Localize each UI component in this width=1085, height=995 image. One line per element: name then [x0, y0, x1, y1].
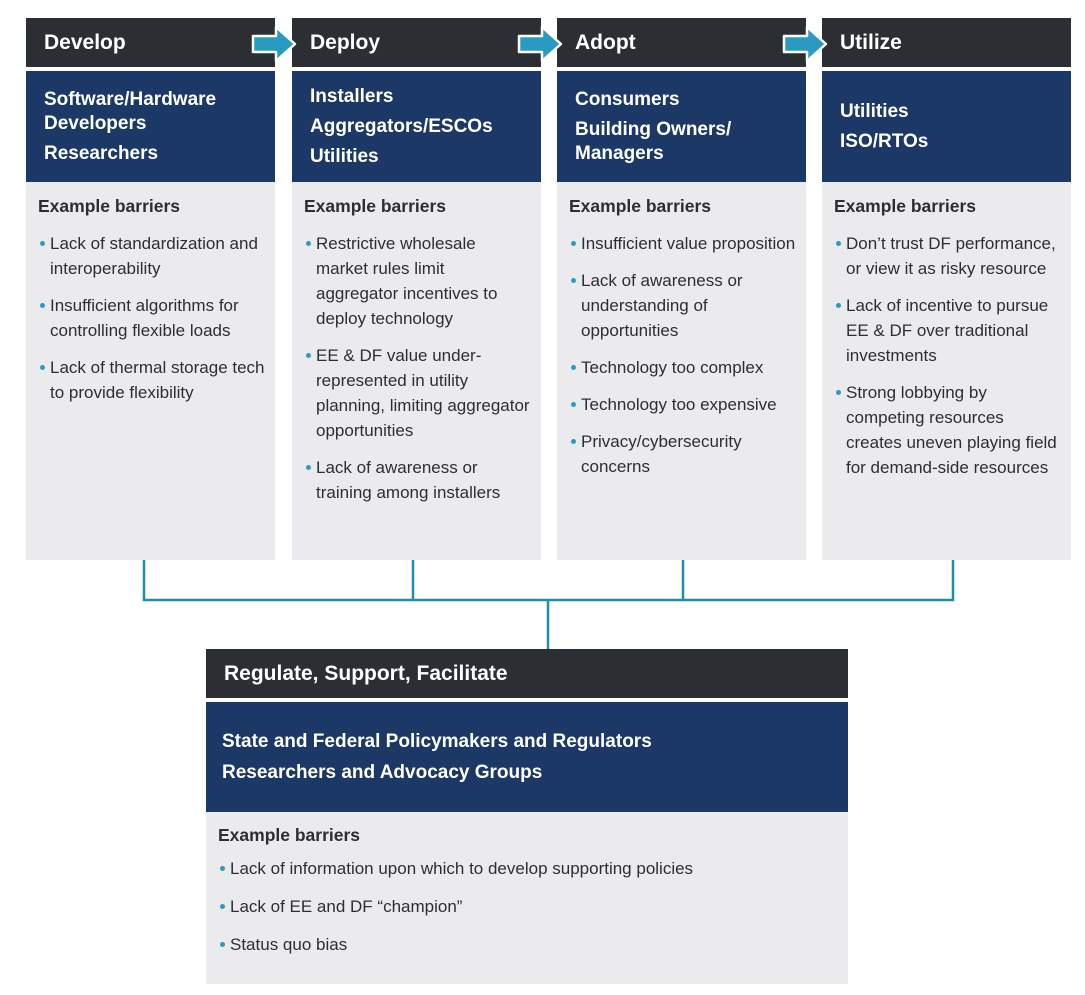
- barrier-item: Lack of incentive to pursue EE & DF over…: [834, 293, 1061, 368]
- stage-develop: Develop Software/Hardware Developers Res…: [26, 18, 275, 560]
- barrier-item: Lack of thermal storage tech to provide …: [38, 355, 265, 405]
- barrier-item: Strong lobbying by competing resources c…: [834, 380, 1061, 480]
- barrier-item: Lack of EE and DF “champion”: [218, 894, 838, 919]
- stage-adopt-actors: Consumers Building Owners/ Managers: [557, 71, 806, 182]
- actor: Consumers: [575, 88, 680, 110]
- stage-utilize-barriers: Example barriers Don’t trust DF performa…: [822, 182, 1071, 560]
- barrier-item: Privacy/cybersecurity concerns: [569, 429, 796, 479]
- barrier-item: Insufficient algorithms for controlling …: [38, 293, 265, 343]
- stage-utilize: Utilize Utilities ISO/RTOs Example barri…: [822, 18, 1071, 560]
- regulate-box: Regulate, Support, Facilitate State and …: [206, 649, 848, 984]
- stage-deploy: Deploy Installers Aggregators/ESCOs Util…: [292, 18, 541, 560]
- barriers-heading: Example barriers: [834, 196, 977, 216]
- barrier-item: Status quo bias: [218, 932, 838, 957]
- barrier-item: EE & DF value under-represented in utili…: [304, 343, 531, 443]
- stage-deploy-barriers: Example barriers Restrictive wholesale m…: [292, 182, 541, 560]
- stage-develop-title: Develop: [26, 18, 275, 67]
- barriers-heading: Example barriers: [569, 196, 712, 216]
- regulate-barriers: Example barriers Lack of information upo…: [206, 812, 848, 984]
- barriers-heading: Example barriers: [218, 825, 361, 845]
- barrier-item: Technology too expensive: [569, 392, 796, 417]
- barrier-item: Lack of awareness or understanding of op…: [569, 268, 796, 343]
- barrier-item: Restrictive wholesale market rules limit…: [304, 231, 531, 331]
- actor: Utilities: [840, 100, 909, 122]
- stage-adopt-barriers: Example barriers Insufficient value prop…: [557, 182, 806, 560]
- barriers-heading: Example barriers: [38, 196, 181, 216]
- barrier-item: Lack of information upon which to develo…: [218, 856, 838, 881]
- actor: Researchers: [44, 142, 159, 164]
- actor: Building Owners/ Managers: [575, 118, 732, 164]
- barriers-heading: Example barriers: [304, 196, 447, 216]
- actor: Researchers and Advocacy Groups: [222, 761, 543, 783]
- stage-develop-barriers: Example barriers Lack of standardization…: [26, 182, 275, 560]
- actor: Aggregators/ESCOs: [310, 115, 493, 137]
- barrier-item: Insufficient value proposition: [569, 231, 796, 256]
- stage-utilize-actors: Utilities ISO/RTOs: [822, 71, 1071, 182]
- actor: ISO/RTOs: [840, 130, 929, 152]
- stage-deploy-title: Deploy: [292, 18, 541, 67]
- barrier-item: Don’t trust DF performance, or view it a…: [834, 231, 1061, 281]
- barrier-item: Technology too complex: [569, 355, 796, 380]
- actor: Software/Hardware Developers: [44, 88, 217, 134]
- actor: Installers: [310, 85, 394, 107]
- stage-adopt-title: Adopt: [557, 18, 806, 67]
- actor: Utilities: [310, 145, 379, 167]
- stage-utilize-title: Utilize: [822, 18, 1071, 67]
- stage-develop-actors: Software/Hardware Developers Researchers: [26, 71, 275, 182]
- barrier-item: Lack of standardization and interoperabi…: [38, 231, 265, 281]
- arrow-right-icon: [251, 25, 297, 63]
- actor: State and Federal Policymakers and Regul…: [222, 730, 652, 752]
- stage-deploy-actors: Installers Aggregators/ESCOs Utilities: [292, 71, 541, 182]
- arrow-right-icon: [517, 25, 563, 63]
- regulate-actors: State and Federal Policymakers and Regul…: [206, 702, 848, 812]
- barrier-item: Lack of awareness or training among inst…: [304, 455, 531, 505]
- regulate-title: Regulate, Support, Facilitate: [206, 649, 848, 698]
- arrow-right-icon: [782, 25, 828, 63]
- stage-adopt: Adopt Consumers Building Owners/ Manager…: [557, 18, 806, 560]
